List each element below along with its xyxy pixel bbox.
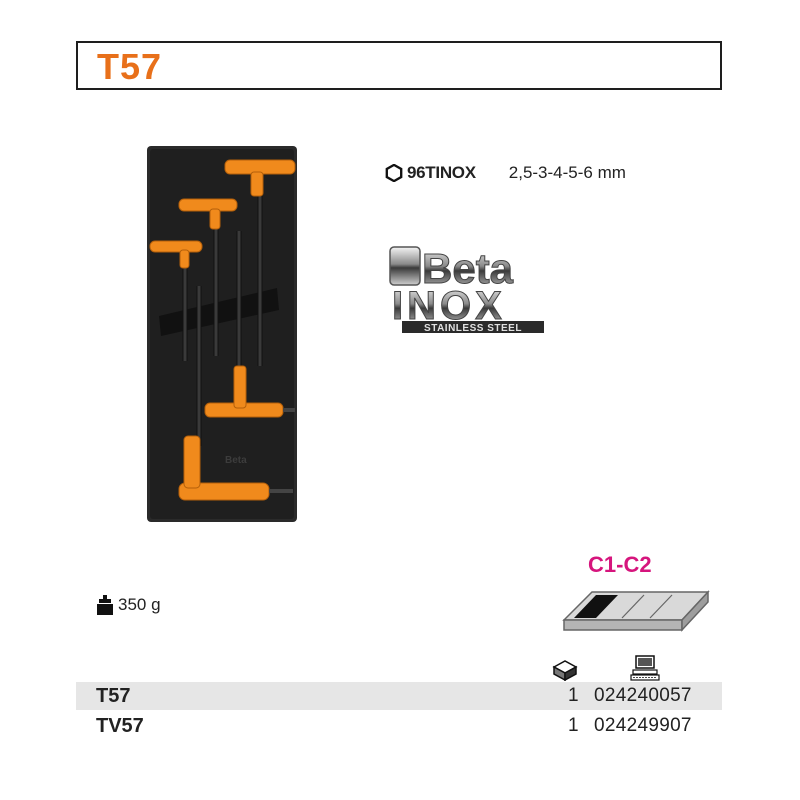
box-icon [552, 660, 578, 681]
svg-text:Beta: Beta [225, 455, 247, 466]
row-qty: 1 [568, 685, 579, 706]
tray-icon [562, 590, 710, 632]
table-row: TV57 1 024249907 [76, 712, 722, 740]
row-code: T57 [96, 685, 131, 707]
tool-code: 96TINOX [407, 163, 476, 182]
row-ean: 024249907 [594, 715, 692, 736]
row-qty: 1 [568, 715, 579, 736]
computer-icon [630, 655, 660, 681]
tool-tray-photo: Beta [147, 146, 297, 522]
weight-info: 350 g [97, 595, 161, 615]
row-ean: 024240057 [594, 685, 692, 706]
page-title: T57 [97, 46, 163, 87]
tray-code: C1-C2 [588, 552, 652, 577]
title-box: T57 [76, 41, 722, 90]
weight-icon [97, 595, 113, 615]
weight-value: 350 g [118, 595, 161, 614]
hexagon-icon [385, 164, 403, 182]
logo-brand: Beta [422, 245, 514, 292]
tool-sizes: 2,5-3-4-5-6 mm [508, 163, 626, 182]
table-row: T57 1 024240057 [76, 682, 722, 710]
row-code: TV57 [96, 715, 144, 737]
spec-row: 96TINOX 2,5-3-4-5-6 mm [385, 163, 626, 183]
beta-inox-logo: Beta INOX STAINLESS STEEL [389, 245, 544, 334]
logo-tagline: STAINLESS STEEL [424, 323, 522, 334]
